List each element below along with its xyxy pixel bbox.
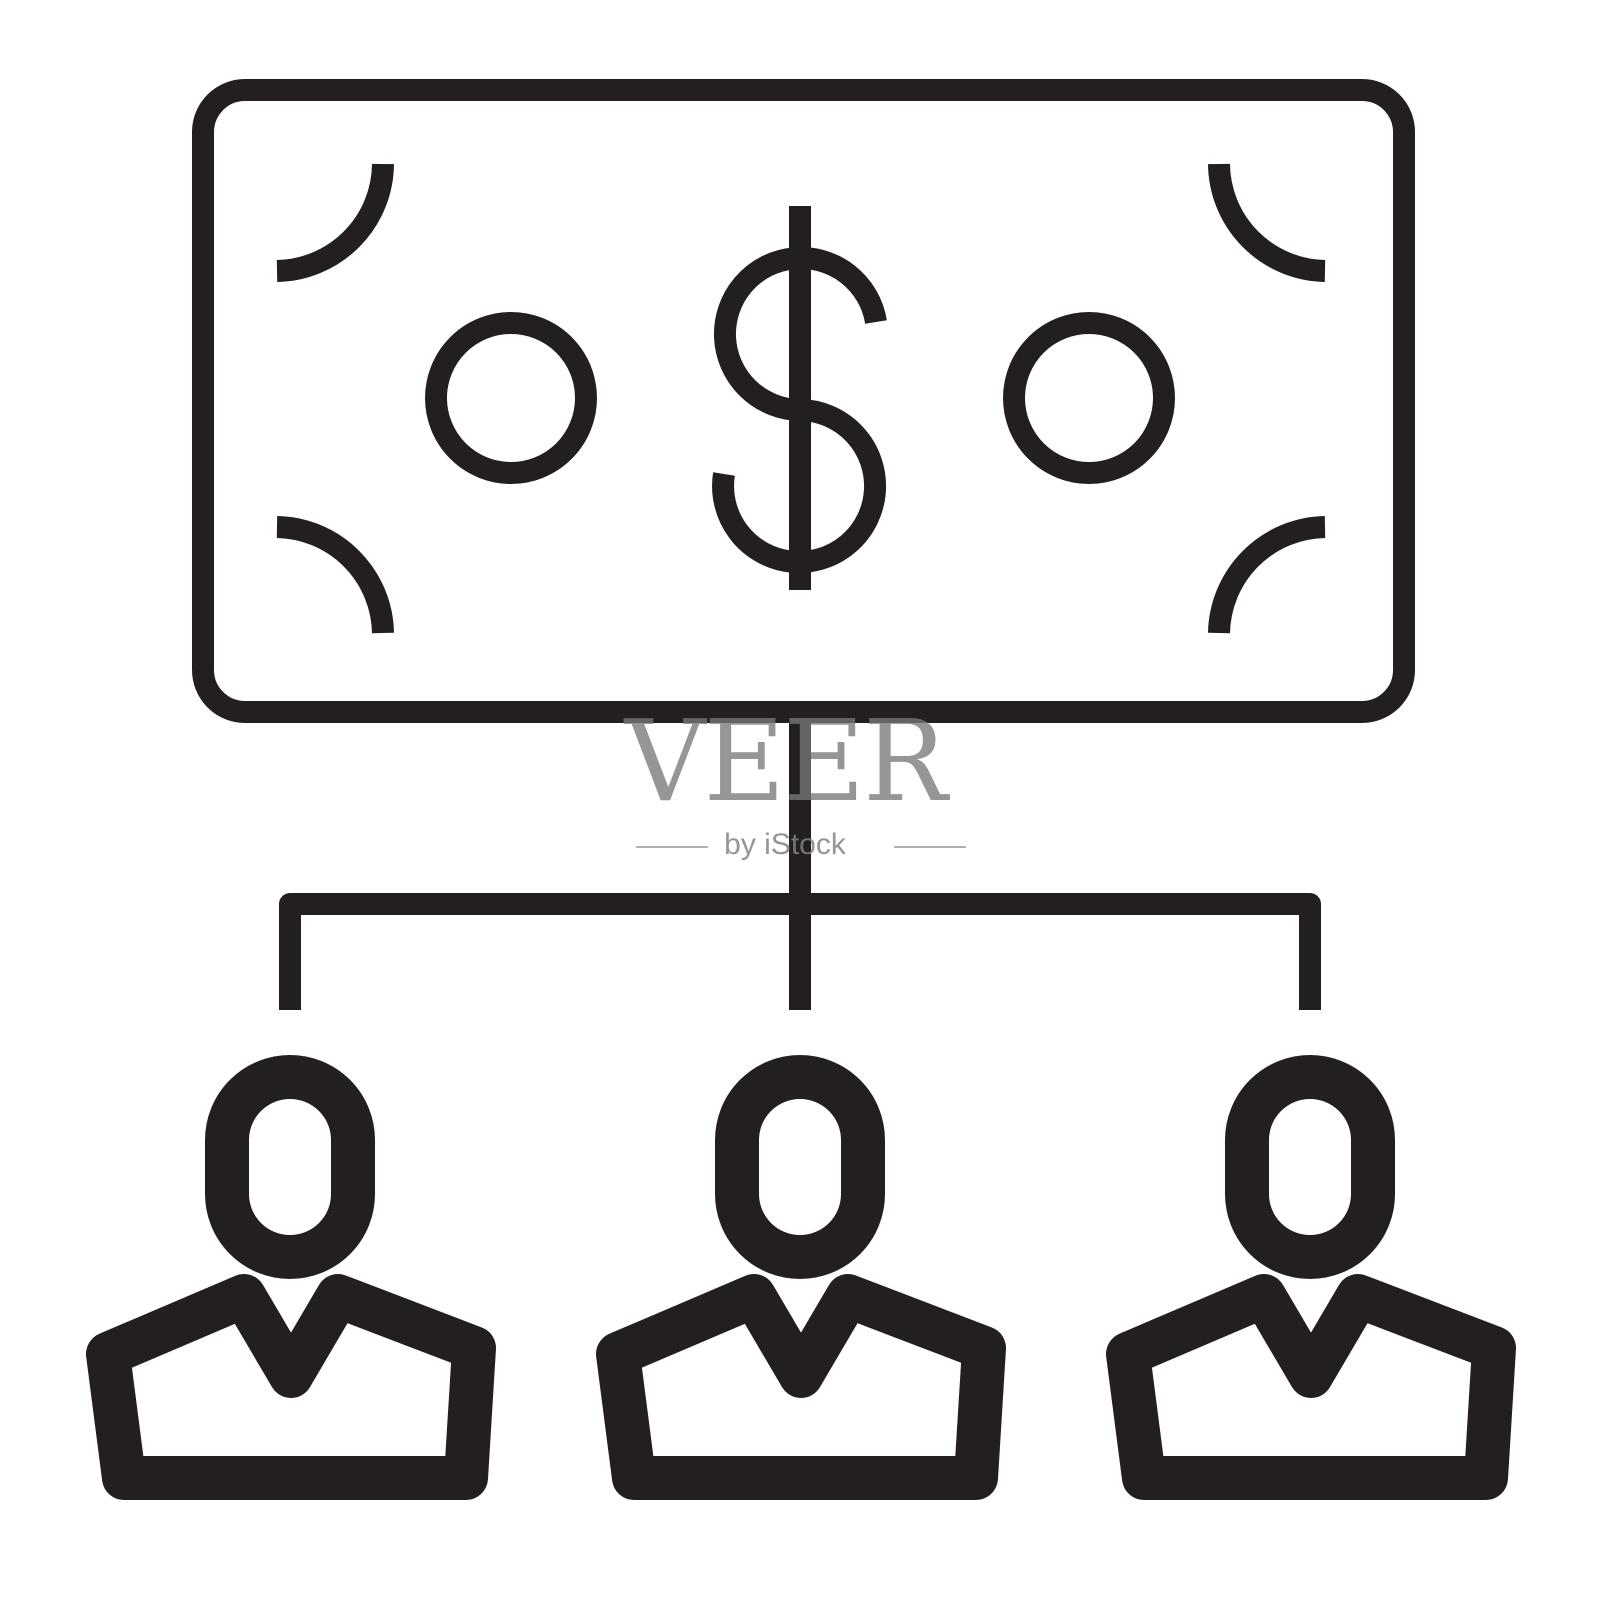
watermark-brand: VEER (624, 697, 948, 827)
dollar-sign-icon (712, 206, 887, 590)
banknote-corner-top-left (276, 163, 394, 282)
banknote-icon (192, 79, 1415, 723)
person-body (1106, 1274, 1516, 1500)
banknote-circle-left (425, 312, 597, 484)
person-icon-right (1106, 1055, 1516, 1500)
person-icon-center (596, 1055, 1006, 1500)
person-head (205, 1055, 375, 1279)
person-icon-left (86, 1055, 496, 1500)
banknote-circle-right (1003, 312, 1175, 484)
person-head (1225, 1055, 1395, 1279)
watermark-rule-right (894, 846, 966, 848)
banknote-corner-bottom-left (276, 516, 394, 634)
banknote-corner-bottom-right (1208, 516, 1326, 634)
connector-branches (279, 893, 1321, 1010)
person-body (596, 1274, 1006, 1500)
watermark-sub: by iStock (724, 828, 846, 861)
person-head (715, 1055, 885, 1279)
watermark-rule-left (636, 846, 708, 848)
banknote-corner-top-right (1208, 163, 1326, 282)
distribution-connector (279, 712, 1321, 1010)
person-body (86, 1274, 496, 1500)
